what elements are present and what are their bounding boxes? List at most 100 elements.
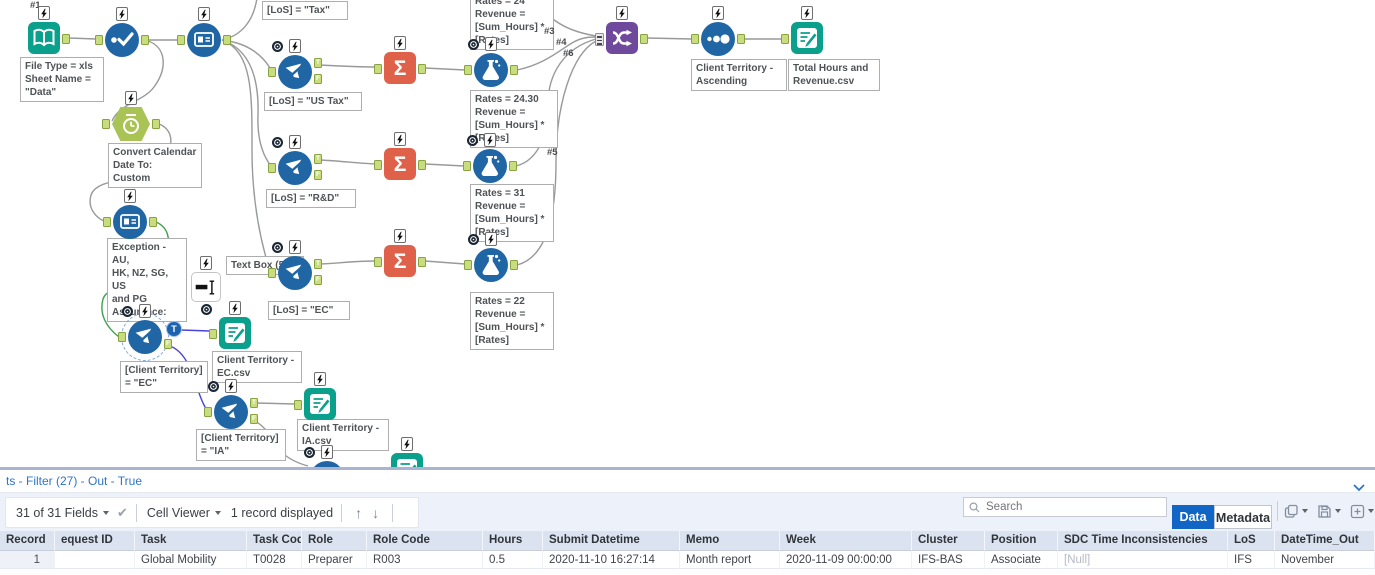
- summarize-tool-2[interactable]: Σ: [374, 132, 426, 180]
- input-anchor[interactable]: [463, 161, 471, 171]
- connection-wire[interactable]: [424, 163, 465, 167]
- check-icon[interactable]: ✔: [117, 504, 128, 520]
- false-output-anchor[interactable]: F: [314, 170, 322, 180]
- table-cell[interactable]: R003: [367, 551, 483, 569]
- input-anchor[interactable]: [95, 35, 103, 45]
- input-anchor[interactable]: [691, 34, 699, 44]
- up-arrow-icon[interactable]: ↑: [355, 504, 363, 521]
- save-icon[interactable]: [1317, 504, 1341, 519]
- column-header-submit-datetime[interactable]: Submit Datetime: [543, 531, 680, 551]
- table-cell[interactable]: [55, 551, 135, 569]
- output-data-tool-total[interactable]: [781, 6, 823, 54]
- input-data-tool[interactable]: [28, 6, 70, 54]
- output-anchor[interactable]: [640, 34, 648, 44]
- column-header-sdc-time-inconsistencies[interactable]: SDC Time Inconsistencies: [1058, 531, 1228, 551]
- false-output-anchor[interactable]: F: [250, 414, 258, 424]
- connection-wire[interactable]: [424, 260, 466, 265]
- formula-tool-1[interactable]: [464, 37, 518, 87]
- down-arrow-icon[interactable]: ↓: [372, 504, 380, 521]
- tab-metadata[interactable]: Metadata: [1214, 505, 1272, 529]
- fields-dropdown[interactable]: 31 of 31 Fields: [16, 505, 98, 520]
- summarize-tool-3[interactable]: Σ: [374, 229, 426, 277]
- table-cell[interactable]: IFS-BAS: [912, 551, 985, 569]
- connection-wire[interactable]: [319, 159, 376, 165]
- input-anchor[interactable]: [268, 163, 276, 173]
- output-anchor[interactable]: [510, 260, 518, 270]
- column-header-cluster[interactable]: Cluster: [912, 531, 985, 551]
- table-cell[interactable]: 2020-11-09 00:00:00: [780, 551, 912, 569]
- false-output-anchor[interactable]: F: [314, 74, 322, 84]
- column-header-memo[interactable]: Memo: [680, 531, 780, 551]
- table-cell[interactable]: Preparer: [302, 551, 367, 569]
- column-header-week[interactable]: Week: [780, 531, 912, 551]
- true-output-anchor[interactable]: T: [166, 321, 182, 337]
- column-header-role-code[interactable]: Role Code: [367, 531, 483, 551]
- copy-icon[interactable]: [1284, 504, 1308, 519]
- input-anchor[interactable]: [177, 35, 185, 45]
- connection-wire[interactable]: [221, 0, 258, 41]
- connection-wire[interactable]: [319, 260, 376, 265]
- connection-wire[interactable]: [255, 402, 296, 405]
- column-header-record[interactable]: Record: [0, 531, 55, 551]
- input-anchor[interactable]: [464, 260, 472, 270]
- collapse-chevron-icon[interactable]: [1353, 477, 1365, 499]
- datetime-tool[interactable]: [102, 91, 160, 141]
- output-data-tool-partial[interactable]: [391, 437, 423, 467]
- true-output-anchor[interactable]: T: [314, 154, 322, 164]
- input-anchor[interactable]: [374, 160, 382, 170]
- true-output-anchor[interactable]: T: [314, 58, 322, 68]
- output-anchor[interactable]: [418, 257, 426, 267]
- input-anchor[interactable]: [464, 65, 472, 75]
- output-anchor[interactable]: [223, 35, 231, 45]
- false-output-anchor[interactable]: F: [164, 339, 172, 349]
- true-output-anchor[interactable]: T: [314, 259, 322, 269]
- column-header-datetime-out[interactable]: DateTime_Out: [1275, 531, 1375, 551]
- select-tool[interactable]: [95, 7, 149, 57]
- table-cell[interactable]: Global Mobility: [135, 551, 247, 569]
- input-anchor[interactable]: [268, 268, 276, 278]
- output-anchor[interactable]: [62, 34, 70, 44]
- column-header-task[interactable]: Task: [135, 531, 247, 551]
- column-header-hours[interactable]: Hours: [483, 531, 543, 551]
- search-box[interactable]: [963, 497, 1167, 517]
- input-anchor[interactable]: [118, 332, 126, 342]
- multi-input-anchor[interactable]: [595, 33, 604, 46]
- tab-data[interactable]: Data: [1172, 505, 1214, 529]
- table-cell[interactable]: 2020-11-10 16:27:14: [543, 551, 680, 569]
- output-anchor[interactable]: [152, 119, 160, 129]
- output-anchor[interactable]: [149, 217, 157, 227]
- connection-wire[interactable]: [221, 39, 271, 272]
- column-header-position[interactable]: Position: [985, 531, 1058, 551]
- formula-tool-2[interactable]: [463, 133, 517, 183]
- table-cell[interactable]: T0028: [247, 551, 302, 569]
- column-header-task-code[interactable]: Task Code: [247, 531, 302, 551]
- input-anchor[interactable]: [204, 407, 212, 417]
- add-icon[interactable]: [1350, 504, 1374, 519]
- summarize-tool-1[interactable]: Σ: [374, 36, 426, 84]
- input-anchor[interactable]: [374, 64, 382, 74]
- connection-wire[interactable]: [646, 37, 693, 40]
- cell-viewer-dropdown[interactable]: Cell Viewer: [146, 505, 210, 520]
- true-output-anchor[interactable]: T: [250, 398, 258, 408]
- input-anchor[interactable]: [294, 400, 302, 410]
- output-anchor[interactable]: [510, 65, 518, 75]
- select-records-tool[interactable]: [177, 7, 231, 57]
- table-cell[interactable]: Associate: [985, 551, 1058, 569]
- input-anchor[interactable]: [781, 34, 789, 44]
- output-anchor[interactable]: [418, 160, 426, 170]
- connection-wire[interactable]: [516, 36, 598, 71]
- connection-wire[interactable]: [180, 329, 211, 332]
- table-cell[interactable]: November: [1275, 551, 1375, 569]
- exception-select-tool[interactable]: [103, 189, 157, 239]
- output-anchor[interactable]: [418, 64, 426, 74]
- connection-wire[interactable]: [424, 67, 466, 71]
- input-anchor[interactable]: [209, 329, 217, 339]
- output-data-tool-ia[interactable]: [294, 372, 336, 420]
- output-anchor[interactable]: [509, 161, 517, 171]
- column-header-role[interactable]: Role: [302, 531, 367, 551]
- table-cell[interactable]: 0.5: [483, 551, 543, 569]
